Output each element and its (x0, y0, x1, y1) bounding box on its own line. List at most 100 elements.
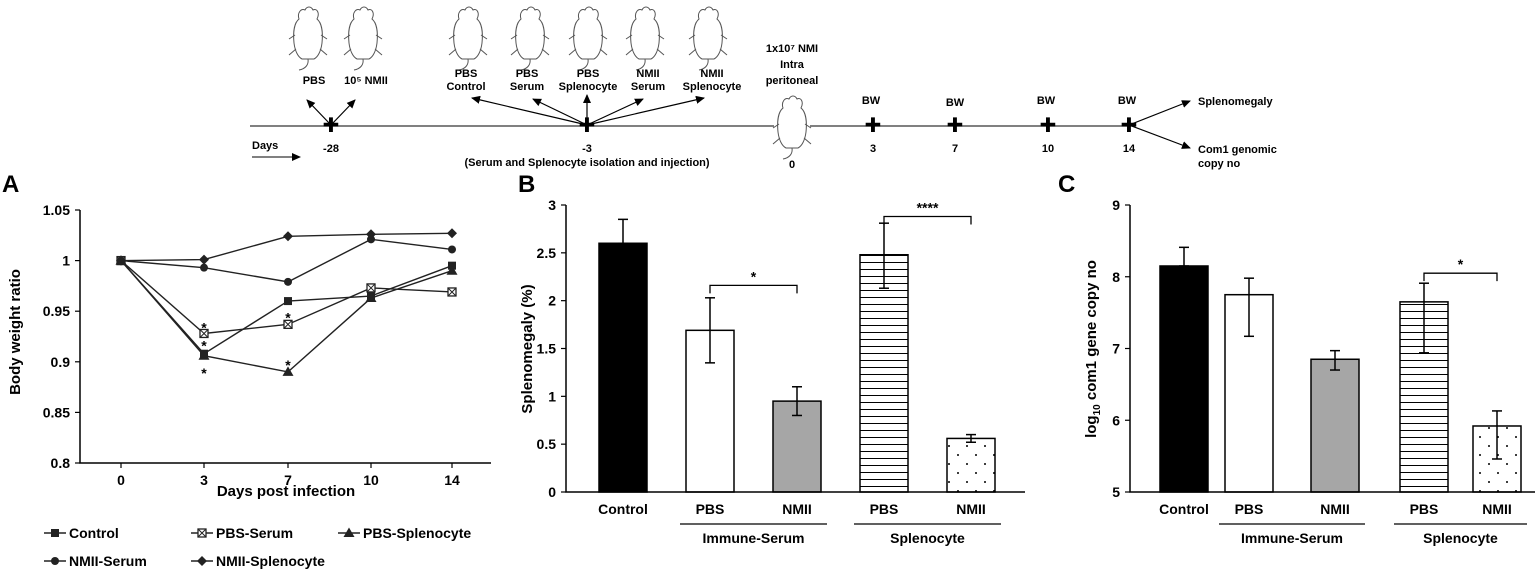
timeline-node-minus3: PBS Control PBS Serum PBS Splenocyte NMI… (446, 6, 741, 169)
legend-label: PBS-Splenocyte (363, 525, 471, 541)
series-marker (447, 228, 457, 239)
bar (859, 253, 909, 493)
bw-label: BW (862, 95, 881, 107)
bw-label: BW (1037, 95, 1056, 107)
series-marker (51, 557, 59, 565)
series-marker (199, 254, 209, 265)
timeline-node-7: BW ✚ 7 (946, 97, 965, 155)
y-tick-label: 2 (548, 293, 556, 309)
category-label: PBS (696, 501, 725, 517)
y-tick-label: 0 (548, 484, 556, 500)
series-marker (284, 297, 292, 306)
series-marker (446, 265, 458, 275)
mouse-icon (510, 6, 550, 71)
y-tick-label: 6 (1112, 412, 1120, 428)
series-marker (283, 231, 293, 242)
series-marker (282, 366, 294, 376)
category-label: PBS (1410, 501, 1439, 517)
y-tick-label: 8 (1112, 269, 1120, 285)
category-label: Control (1159, 501, 1209, 517)
outcome-label: copy no (1198, 158, 1240, 170)
x-tick-label: 7 (284, 472, 292, 488)
node-label: Splenocyte (559, 81, 618, 93)
timeline-node-14: BW ✚ 14 Splenomegaly Com1 genomic copy n… (1118, 95, 1277, 170)
series-marker (199, 328, 209, 339)
y-tick-label: 0.5 (537, 436, 557, 452)
day-label: 14 (1123, 143, 1136, 155)
y-tick-label: 1 (62, 253, 70, 269)
category-label: NMII (1320, 501, 1350, 517)
bw-label: BW (1118, 95, 1137, 107)
x-tick-label: 3 (200, 472, 208, 488)
x-tick-label: 0 (117, 472, 125, 488)
significance-bracket (1423, 272, 1498, 282)
mouse-icon (288, 6, 328, 71)
panel-letter-c: C (1058, 171, 1075, 198)
plot-axes (79, 210, 491, 464)
day-label: 10 (1042, 143, 1054, 155)
significance-star: * (751, 268, 757, 284)
y-tick-label: 1.05 (43, 202, 70, 218)
series-marker (367, 235, 375, 244)
bar (1310, 358, 1360, 493)
bar (772, 400, 822, 493)
cross-icon: ✚ (947, 115, 964, 137)
category-label: PBS (870, 501, 899, 517)
series-marker (283, 319, 293, 330)
series-line (120, 260, 453, 355)
significance-star: * (285, 357, 291, 373)
marker-cross (197, 528, 207, 538)
plot-axes (1129, 205, 1535, 493)
day-label: 7 (952, 143, 958, 155)
series-marker (366, 229, 376, 240)
series-marker (365, 292, 377, 303)
x-axis-title: Days post infection (217, 483, 355, 500)
y-axis-title: Body weight ratio (7, 269, 24, 395)
cross-icon: ✚ (1040, 115, 1057, 137)
day-label: 0 (789, 159, 795, 171)
significance-bracket (883, 215, 972, 225)
marker-cross (447, 287, 457, 297)
legend-label: Control (69, 525, 119, 541)
significance-star: * (201, 319, 207, 335)
node-label: PBS (577, 68, 600, 80)
y-axis-title: log10 com1 gene copy no (1083, 260, 1103, 438)
bar (946, 437, 996, 493)
marker-cross (199, 329, 209, 338)
mouse-icon (568, 6, 608, 71)
significance-star: * (201, 338, 207, 354)
infection-label: Intra (780, 59, 805, 71)
series-marker (447, 287, 457, 297)
category-label: Control (598, 501, 648, 517)
group-label: Splenocyte (1423, 530, 1498, 546)
day-label: -3 (582, 143, 592, 155)
x-tick-label: 10 (363, 472, 379, 488)
outcome-label: Com1 genomic (1198, 144, 1277, 156)
y-axis-title: Splenomegaly (%) (519, 284, 536, 413)
y-tick-label: 3 (548, 197, 556, 213)
infection-label: 1x10⁷ NMI (766, 43, 818, 55)
cross-icon: ✚ (865, 115, 882, 137)
panel-a: A Body weight ratio Days post infection … (2, 171, 491, 569)
timeline-node-0: 1x10⁷ NMI Intra peritoneal 0 (766, 43, 819, 171)
series-marker (448, 245, 456, 254)
category-label: NMII (1482, 501, 1512, 517)
y-tick-label: 5 (1112, 484, 1120, 500)
infection-label: peritoneal (766, 75, 819, 87)
series-marker (284, 277, 292, 286)
cross-icon: ✚ (579, 115, 596, 137)
y-tick-label: 7 (1112, 341, 1120, 357)
series-marker (343, 527, 355, 537)
x-tick-label: 14 (444, 472, 460, 488)
isolation-note: (Serum and Splenocyte isolation and inje… (464, 157, 709, 169)
group-label: Splenocyte (890, 530, 965, 546)
category-label: NMII (956, 501, 986, 517)
node-label: Serum (631, 81, 665, 93)
timeline-node-3: BW ✚ 3 (862, 95, 882, 155)
plot-axes (565, 205, 1025, 493)
series-marker (116, 255, 126, 266)
series-marker (200, 263, 208, 272)
